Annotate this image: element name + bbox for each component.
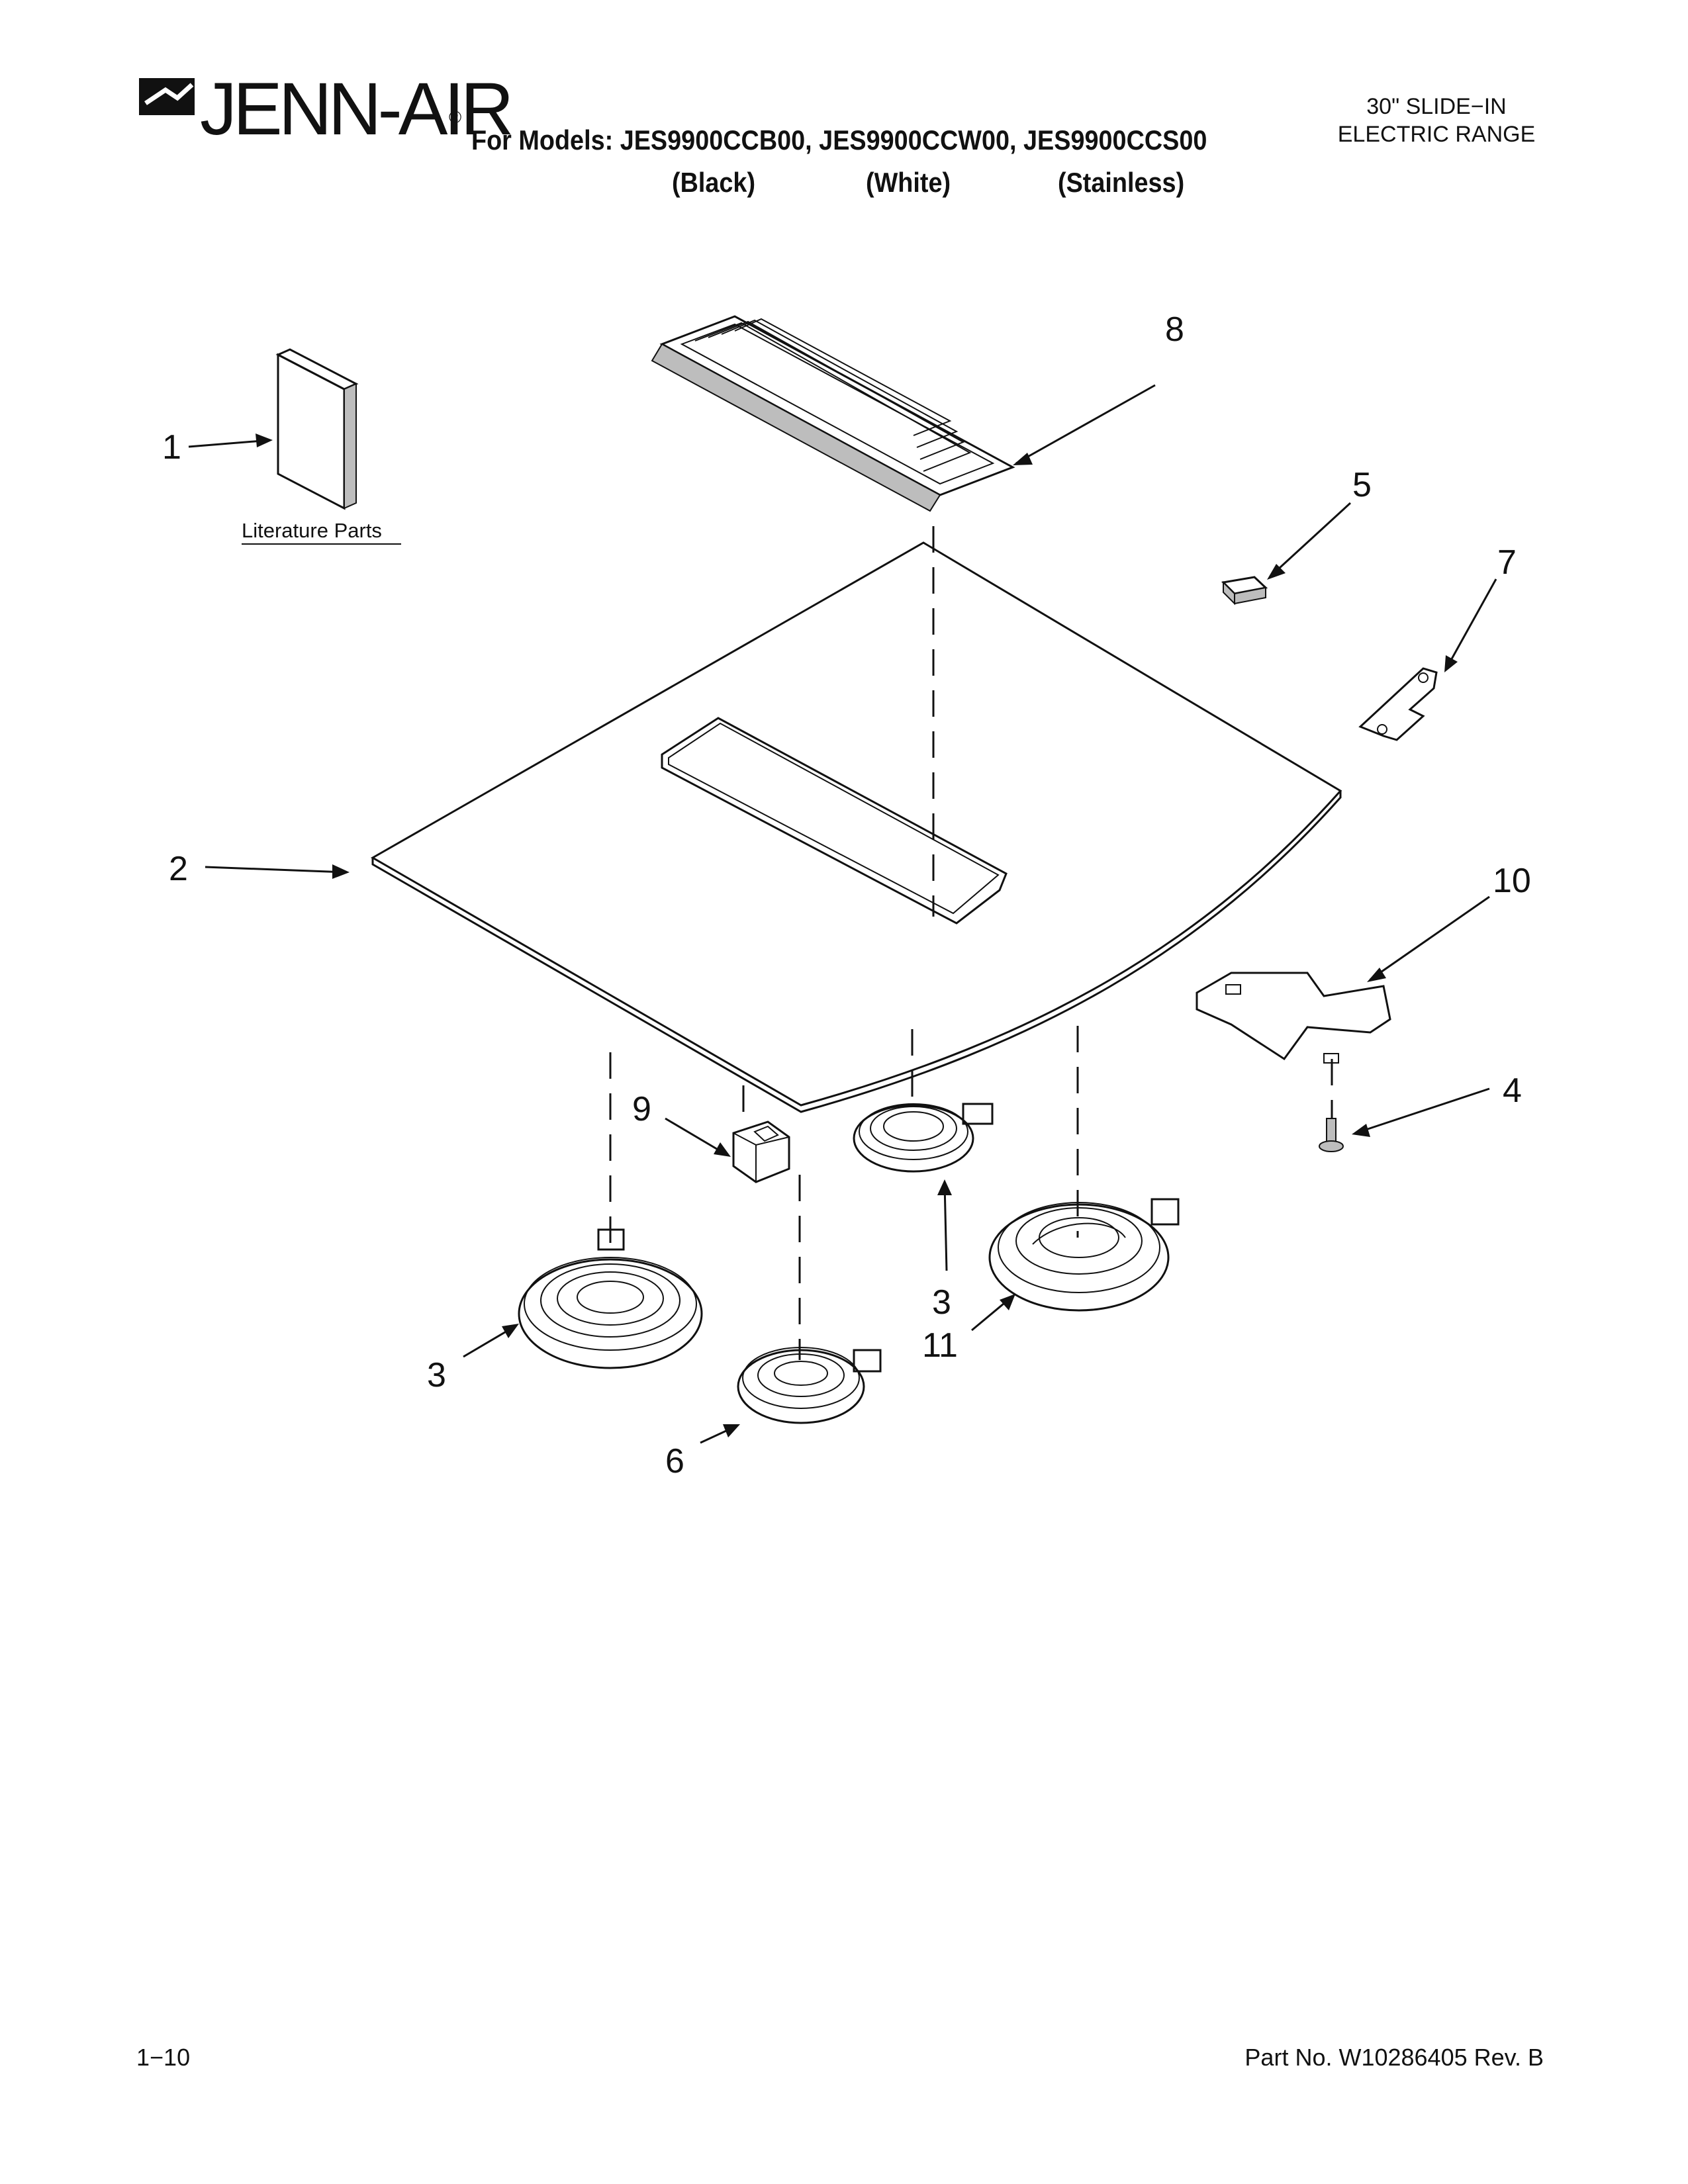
rear-surface-element (853, 1103, 994, 1173)
callout-1: 1 (162, 428, 181, 467)
element-bracket (1196, 972, 1391, 1125)
left-surface-element (518, 1228, 703, 1369)
page-number: 1−10 (136, 2044, 191, 2071)
callout-3-rear: 3 (932, 1283, 951, 1322)
title-line-1: 30" SLIDE−IN (1366, 94, 1507, 119)
spacer-block (732, 1120, 790, 1183)
callout-8: 8 (1165, 310, 1184, 349)
literature-parts-label: Literature Parts (242, 519, 382, 542)
mounting-bracket (1358, 667, 1438, 741)
callout-7: 7 (1497, 543, 1517, 582)
models-line: For Models: JES9900CCB00, JES9900CCW00, … (471, 124, 1207, 156)
variant-white: (White) (866, 167, 951, 198)
title-line-2: ELECTRIC RANGE (1337, 122, 1536, 147)
callout-2: 2 (169, 850, 188, 888)
callout-5: 5 (1352, 466, 1372, 504)
jenn-air-logo: JENN-AIR ® (139, 68, 514, 150)
screw (1319, 1118, 1344, 1152)
callout-4: 4 (1503, 1071, 1522, 1110)
large-surface-element (988, 1198, 1180, 1312)
small-surface-element (737, 1347, 882, 1424)
callout-10: 10 (1493, 862, 1531, 900)
part-number: Part No. W10286405 Rev. B (1244, 2044, 1544, 2071)
callout-9: 9 (632, 1090, 651, 1128)
variant-stainless: (Stainless) (1058, 167, 1185, 198)
brand-name: JENN-AIR (200, 68, 514, 150)
jenn-air-swoosh-icon (139, 78, 195, 115)
small-clip (1221, 576, 1268, 606)
document-title: 30" SLIDE−IN ELECTRIC RANGE (1297, 93, 1575, 148)
leader-arrows (188, 384, 1497, 1444)
literature-booklet (275, 348, 359, 510)
callout-11: 11 (922, 1326, 958, 1365)
cooktop-glass (370, 541, 1342, 1113)
callout-6: 6 (665, 1442, 684, 1480)
callout-3-left: 3 (427, 1356, 446, 1394)
vent-grille (651, 315, 1015, 512)
registered-mark: ® (449, 107, 462, 127)
variant-black: (Black) (672, 167, 756, 198)
